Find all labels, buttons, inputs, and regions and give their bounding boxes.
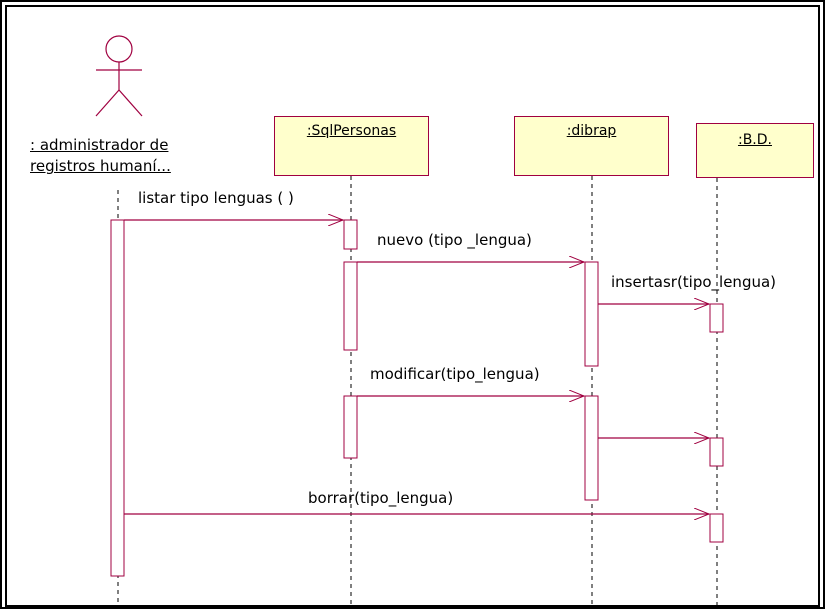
activation-sqlpersonas-2 <box>343 261 358 351</box>
object-sqlpersonas-label: :SqlPersonas <box>306 123 397 139</box>
activation-dibrap-1 <box>584 261 599 367</box>
actor-name-line1: : administrador de <box>30 136 169 154</box>
object-dibrap: :dibrap <box>514 116 669 176</box>
activation-dibrap-2 <box>584 395 599 501</box>
activation-bd-2 <box>709 437 724 467</box>
activation-sqlpersonas-3 <box>343 395 358 459</box>
actor-figure <box>95 35 143 117</box>
message-label-m1: listar tipo lenguas ( ) <box>138 189 294 207</box>
object-bd-label: :B.D. <box>737 132 772 148</box>
activation-actor <box>110 219 125 577</box>
message-label-m2: nuevo (tipo _lengua) <box>377 231 532 249</box>
message-label-m6: borrar(tipo_lengua) <box>308 489 454 507</box>
message-label-m4: modificar(tipo_lengua) <box>370 365 540 383</box>
object-sqlpersonas: :SqlPersonas <box>274 116 429 176</box>
actor-name-line2: registros humaní... <box>30 157 171 175</box>
inner-frame <box>5 5 820 607</box>
activation-bd-3 <box>709 513 724 543</box>
activation-sqlpersonas-1 <box>343 219 358 250</box>
object-bd: :B.D. <box>696 123 814 178</box>
object-dibrap-label: :dibrap <box>566 123 617 139</box>
message-label-m3: insertasr(tipo_lengua) <box>611 273 777 291</box>
activation-bd-1 <box>709 303 724 333</box>
